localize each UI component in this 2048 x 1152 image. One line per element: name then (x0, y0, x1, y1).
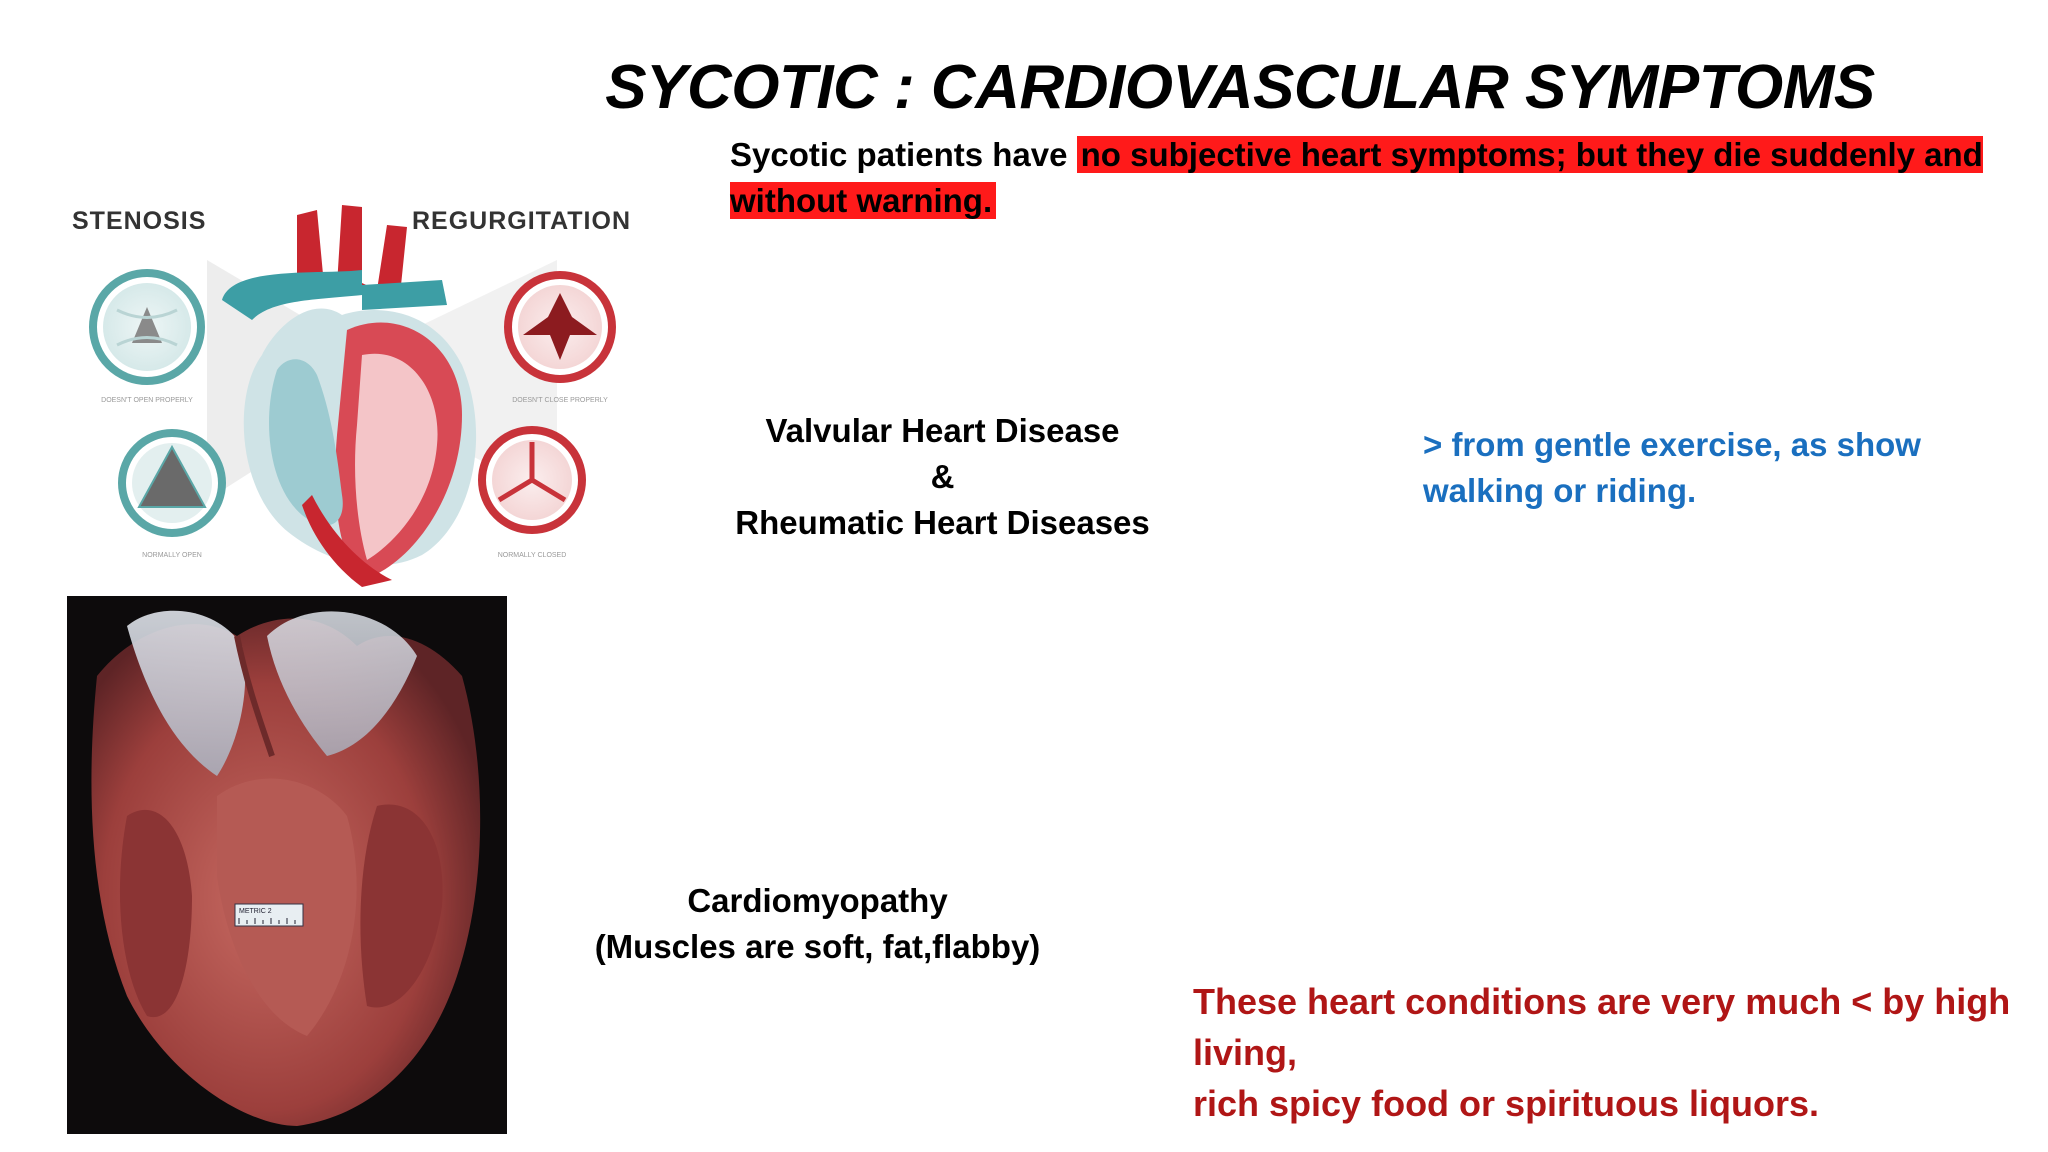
valvular-line-3: Rheumatic Heart Diseases (735, 504, 1150, 541)
valve-normally-closed-icon (478, 426, 586, 534)
cardio-line-1: Cardiomyopathy (687, 882, 948, 919)
valve-stenosis-open-icon (89, 269, 205, 385)
label-regurgitation: REGURGITATION (412, 207, 631, 235)
aggravation-note: These heart conditions are very much < b… (1193, 976, 2043, 1129)
slide-title: SYCOTIC : CARDIOVASCULAR SYMPTOMS (605, 53, 1875, 122)
heart-specimen-photo: METRIC 2 (67, 596, 507, 1134)
valvular-line-1: Valvular Heart Disease (765, 412, 1120, 449)
ruler-label: METRIC 2 (239, 908, 272, 915)
caption-doesnt-close: DOESN'T CLOSE PROPERLY (512, 397, 608, 404)
exercise-note: > from gentle exercise, as show walking … (1423, 422, 1983, 514)
ruler-ticks (238, 918, 296, 924)
conditions-line-3: rich spicy food or spirituous liquors. (1193, 1083, 1820, 1124)
caption-doesnt-open: DOESN'T OPEN PROPERLY (101, 397, 193, 404)
valve-regurgitation-icon (504, 271, 616, 383)
caption-normally-closed: NORMALLY CLOSED (498, 552, 567, 559)
caption-normally-open: NORMALLY OPEN (142, 552, 202, 559)
heart-diagram (222, 205, 477, 587)
intro-plain: Sycotic patients have (730, 136, 1077, 173)
cardiomyopathy-text: Cardiomyopathy (Muscles are soft, fat,fl… (560, 878, 1075, 970)
exercise-line-2: walking or riding. (1423, 472, 1697, 509)
exercise-line-1: > from gentle exercise, as show (1423, 426, 1921, 463)
conditions-line-1: These heart conditions are very much < b… (1193, 981, 2011, 1022)
intro-text: Sycotic patients have no subjective hear… (730, 132, 2010, 224)
label-stenosis: STENOSIS (72, 207, 206, 235)
valve-normally-open-icon (118, 429, 226, 537)
cardio-line-2: (Muscles are soft, fat,flabby) (594, 928, 1041, 965)
conditions-line-2: living, (1193, 1032, 1298, 1073)
valve-illustration: STENOSIS REGURGITATION DOESN'T OPEN PROP… (62, 195, 642, 595)
valvular-line-2: & (930, 458, 955, 495)
valvular-heart-disease-text: Valvular Heart Disease & Rheumatic Heart… (700, 408, 1185, 546)
